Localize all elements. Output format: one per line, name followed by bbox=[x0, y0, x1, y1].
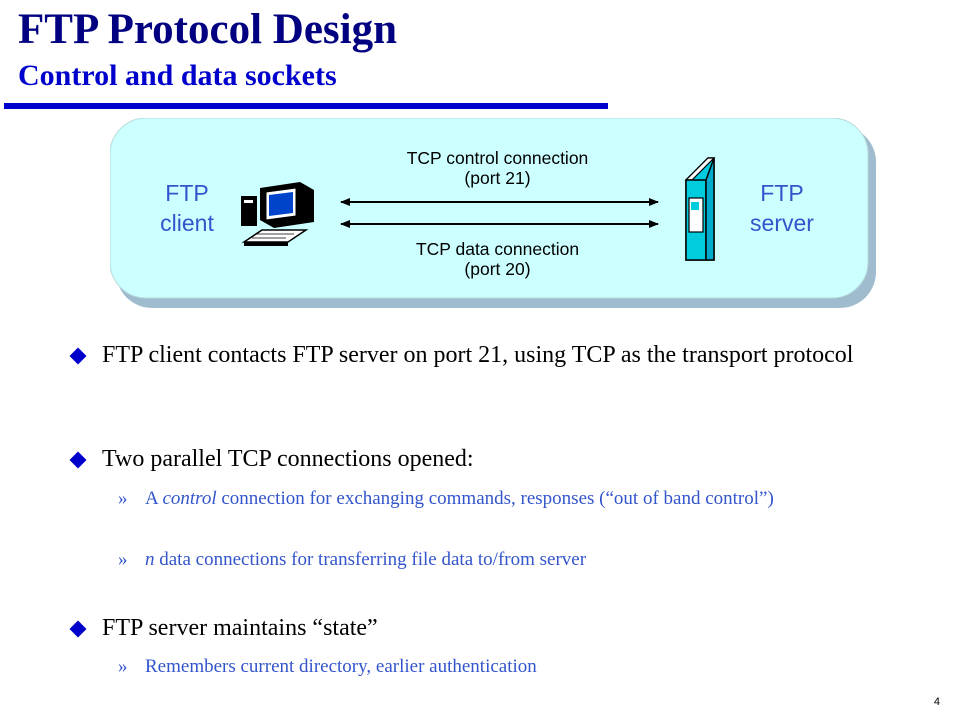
bullet-text: FTP client contacts FTP server on port 2… bbox=[102, 342, 854, 368]
bullet-item: Two parallel TCP connections opened: bbox=[69, 444, 872, 474]
computer-icon bbox=[241, 182, 314, 246]
control-connection-port: (port 21) bbox=[464, 168, 531, 188]
panel-background bbox=[110, 118, 869, 299]
client-label-line2: client bbox=[160, 210, 214, 236]
client-label-line1: FTP bbox=[165, 180, 209, 206]
sub-bullet-marker: » bbox=[118, 656, 128, 677]
bullet-diamond-icon bbox=[69, 451, 87, 469]
bullet-text: Two parallel TCP connections opened: bbox=[102, 446, 474, 472]
sub-bullet-marker: » bbox=[118, 549, 128, 570]
sub-text-emphasis: control bbox=[162, 488, 217, 509]
sub-bullet-text: Remembers current directory, earlier aut… bbox=[145, 656, 865, 678]
sub-bullet-item: » Remembers current directory, earlier a… bbox=[118, 656, 865, 678]
bullet-item: FTP client contacts FTP server on port 2… bbox=[69, 340, 872, 370]
slide-subtitle: Control and data sockets bbox=[18, 59, 337, 92]
sub-bullet-text: A control connection for exchanging comm… bbox=[145, 488, 865, 510]
sub-text-before: Remembers current directory, earlier aut… bbox=[145, 656, 537, 677]
sub-bullet-item: » n data connections for transferring fi… bbox=[118, 549, 865, 571]
server-label-line1: FTP bbox=[760, 180, 804, 206]
sub-bullet-marker: » bbox=[118, 488, 128, 509]
bullet-diamond-icon bbox=[69, 620, 87, 638]
ftp-connection-diagram: FTP client FTP server TCP control connec… bbox=[110, 118, 880, 312]
sub-text-before: A bbox=[145, 488, 163, 509]
ftp-client-label: FTP client bbox=[142, 178, 232, 238]
slide-title: FTP Protocol Design bbox=[18, 6, 398, 53]
server-label-line2: server bbox=[750, 210, 814, 236]
server-tower-icon bbox=[684, 157, 716, 261]
sub-text-after: data connections for transferring file d… bbox=[154, 549, 587, 570]
title-underline bbox=[4, 103, 608, 109]
data-connection-port: (port 20) bbox=[464, 259, 531, 279]
control-connection-title: TCP control connection bbox=[406, 148, 589, 168]
control-connection-label: TCP control connection (port 21) bbox=[350, 148, 645, 188]
diagram-graphics bbox=[110, 118, 876, 308]
sub-bullet-item: » A control connection for exchanging co… bbox=[118, 488, 865, 510]
sub-text-emphasis: n bbox=[145, 549, 155, 570]
sub-text-after: connection for exchanging commands, resp… bbox=[216, 488, 774, 509]
bullet-diamond-icon bbox=[69, 347, 87, 365]
ftp-server-label: FTP server bbox=[732, 178, 832, 238]
bullet-item: FTP server maintains “state” bbox=[69, 613, 872, 643]
data-connection-label: TCP data connection (port 20) bbox=[350, 239, 645, 279]
page-number: 4 bbox=[933, 696, 940, 708]
data-connection-title: TCP data connection bbox=[415, 239, 580, 259]
bullet-text: FTP server maintains “state” bbox=[102, 615, 378, 641]
sub-bullet-text: n data connections for transferring file… bbox=[145, 549, 865, 571]
